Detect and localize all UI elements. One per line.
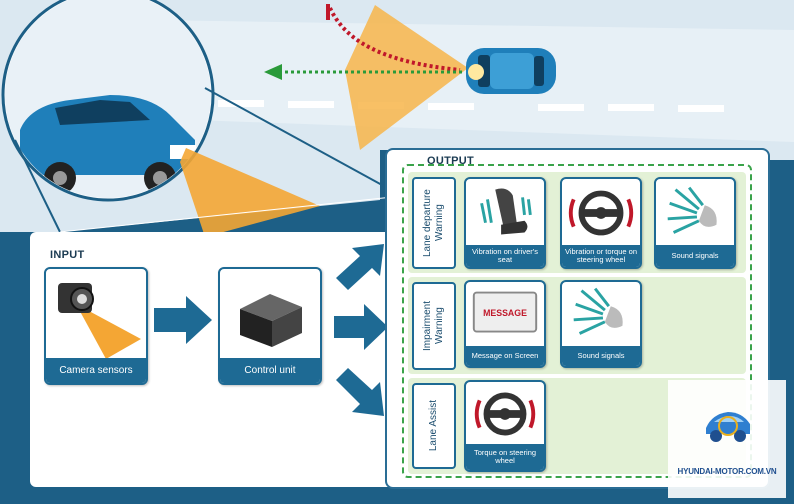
watermark-text: HYUNDAI-MOTOR.COM.VN (677, 467, 777, 476)
screen-message-text: MESSAGE (483, 308, 527, 318)
row-label-impairment: Impairment Warning (412, 282, 456, 370)
camera-icon (58, 283, 141, 359)
steering-wheel-icon (568, 190, 634, 236)
control-unit-caption: Control unit (220, 358, 320, 383)
watermark: HYUNDAI-MOTOR.COM.VN (668, 380, 786, 498)
camera-beam (180, 148, 320, 237)
card-seat-vibration: Vibration on driver's seat (464, 177, 546, 269)
arrow-to-lane-assist (336, 368, 384, 416)
speaker-icon (573, 287, 623, 335)
card-message-caption: Message on Screen (466, 346, 544, 366)
camera-sensors-caption: Camera sensors (46, 358, 146, 383)
control-unit-icon (240, 294, 302, 347)
card-sound-signals-1: Sound signals (654, 177, 736, 269)
card-message-screen: MESSAGE Message on Screen (464, 280, 546, 368)
arrow-to-lane-departure (336, 244, 384, 290)
card-seat-caption: Vibration on driver's seat (466, 245, 544, 267)
sensor-beam-cone (345, 5, 468, 150)
camera-sensors-card: Camera sensors (44, 267, 148, 385)
seat-icon (480, 188, 532, 235)
car-logo-icon (706, 412, 750, 442)
row-label-lane-departure: Lane departure Warning (412, 177, 456, 269)
speaker-icon (667, 186, 717, 234)
row-label-lane-assist: Lane Assist (412, 383, 456, 469)
card-sound-caption-2: Sound signals (562, 346, 640, 366)
card-sound-caption-1: Sound signals (656, 245, 734, 267)
steering-wheel-icon (474, 392, 536, 436)
control-unit-card: Control unit (218, 267, 322, 385)
screen-icon: MESSAGE (472, 291, 538, 333)
card-steering-torque: Torque on steering wheel (464, 380, 546, 472)
card-steering-vibration: Vibration or torque on steering wheel (560, 177, 642, 269)
card-sound-signals-2: Sound signals (560, 280, 642, 368)
arrow-camera-to-control (154, 296, 212, 344)
card-steering-caption: Vibration or torque on steering wheel (562, 245, 640, 267)
arrow-to-impairment (334, 304, 388, 350)
card-torque-caption: Torque on steering wheel (466, 444, 544, 470)
output-dashed-frame (402, 164, 752, 478)
input-title: INPUT (50, 249, 85, 261)
car-top-view (466, 48, 556, 94)
